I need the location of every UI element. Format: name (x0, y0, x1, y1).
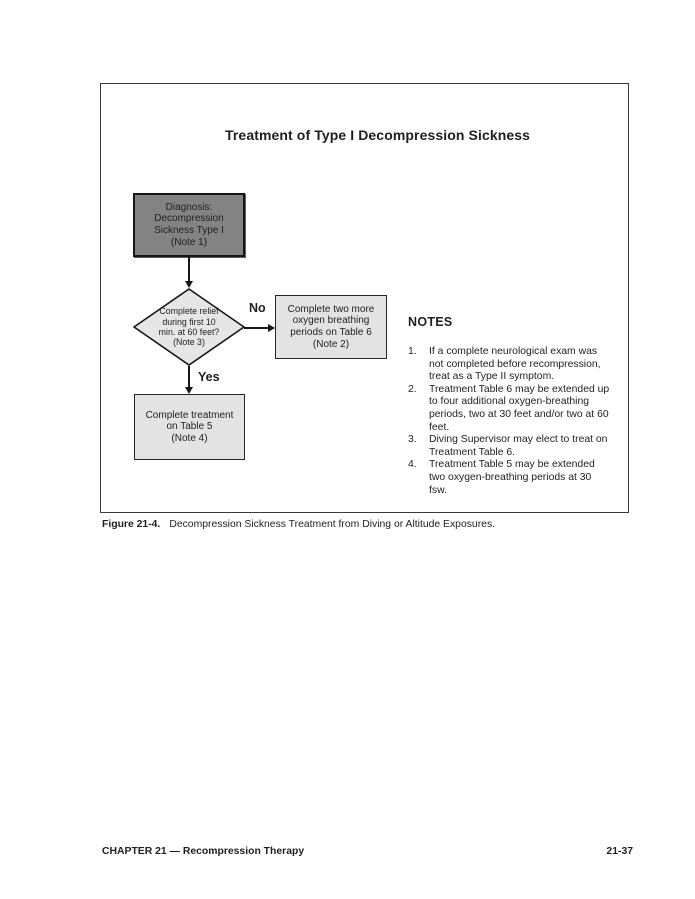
edge-label-yes: Yes (198, 370, 220, 384)
page-footer: CHAPTER 21 — Recompression Therapy 21-37 (102, 846, 633, 857)
note-text: Treatment Table 5 may be extended two ox… (429, 459, 595, 496)
note-item: 4. Treatment Table 5 may be extended two… (408, 459, 626, 497)
connector-diagnosis-to-decision (188, 257, 190, 282)
notes-list: 1. If a complete neurological exam was n… (408, 346, 626, 497)
note-text: Diving Supervisor may elect to treat on … (429, 434, 608, 458)
footer-chapter-title: CHAPTER 21 — Recompression Therapy (102, 846, 305, 857)
flowchart-decision-text: Complete relief during first 10 min. at … (158, 306, 220, 348)
note-text: If a complete neurological exam was not … (429, 346, 601, 383)
note-item: 2. Treatment Table 6 may be extended up … (408, 384, 626, 434)
note-text: Treatment Table 6 may be extended up to … (429, 383, 610, 433)
flowchart-node-table5: Complete treatment on Table 5 (Note 4) (134, 394, 245, 460)
figure-title: Treatment of Type I Decompression Sickne… (225, 127, 531, 143)
figure-caption: Figure 21-4. Decompression Sickness Treat… (102, 519, 495, 530)
connector-decision-to-no-box (244, 327, 269, 329)
footer-page-number: 21-37 (606, 846, 633, 857)
flowchart-node-table6: Complete two more oxygen breathing perio… (275, 295, 387, 359)
note-item: 1. If a complete neurological exam was n… (408, 346, 626, 384)
note-number: 3. (408, 434, 417, 446)
note-number: 1. (408, 346, 417, 357)
connector-decision-to-yes-box (188, 366, 190, 388)
arrowhead-down-icon (184, 281, 193, 288)
note-number: 2. (408, 383, 417, 395)
arrowhead-down-icon (184, 387, 193, 394)
figure-caption-text: Decompression Sickness Treatment from Di… (169, 519, 496, 530)
flowchart-node-diagnosis: Diagnosis: Decompression Sickness Type I… (133, 193, 245, 257)
decision-diamond-shape (132, 288, 246, 366)
notes-heading: NOTES (408, 315, 453, 329)
edge-label-no: No (249, 301, 266, 315)
arrowhead-right-icon (268, 323, 275, 332)
note-number: 4. (408, 459, 417, 471)
note-item: 3. Diving Supervisor may elect to treat … (408, 434, 626, 459)
figure-caption-label: Figure 21-4. (102, 519, 161, 530)
